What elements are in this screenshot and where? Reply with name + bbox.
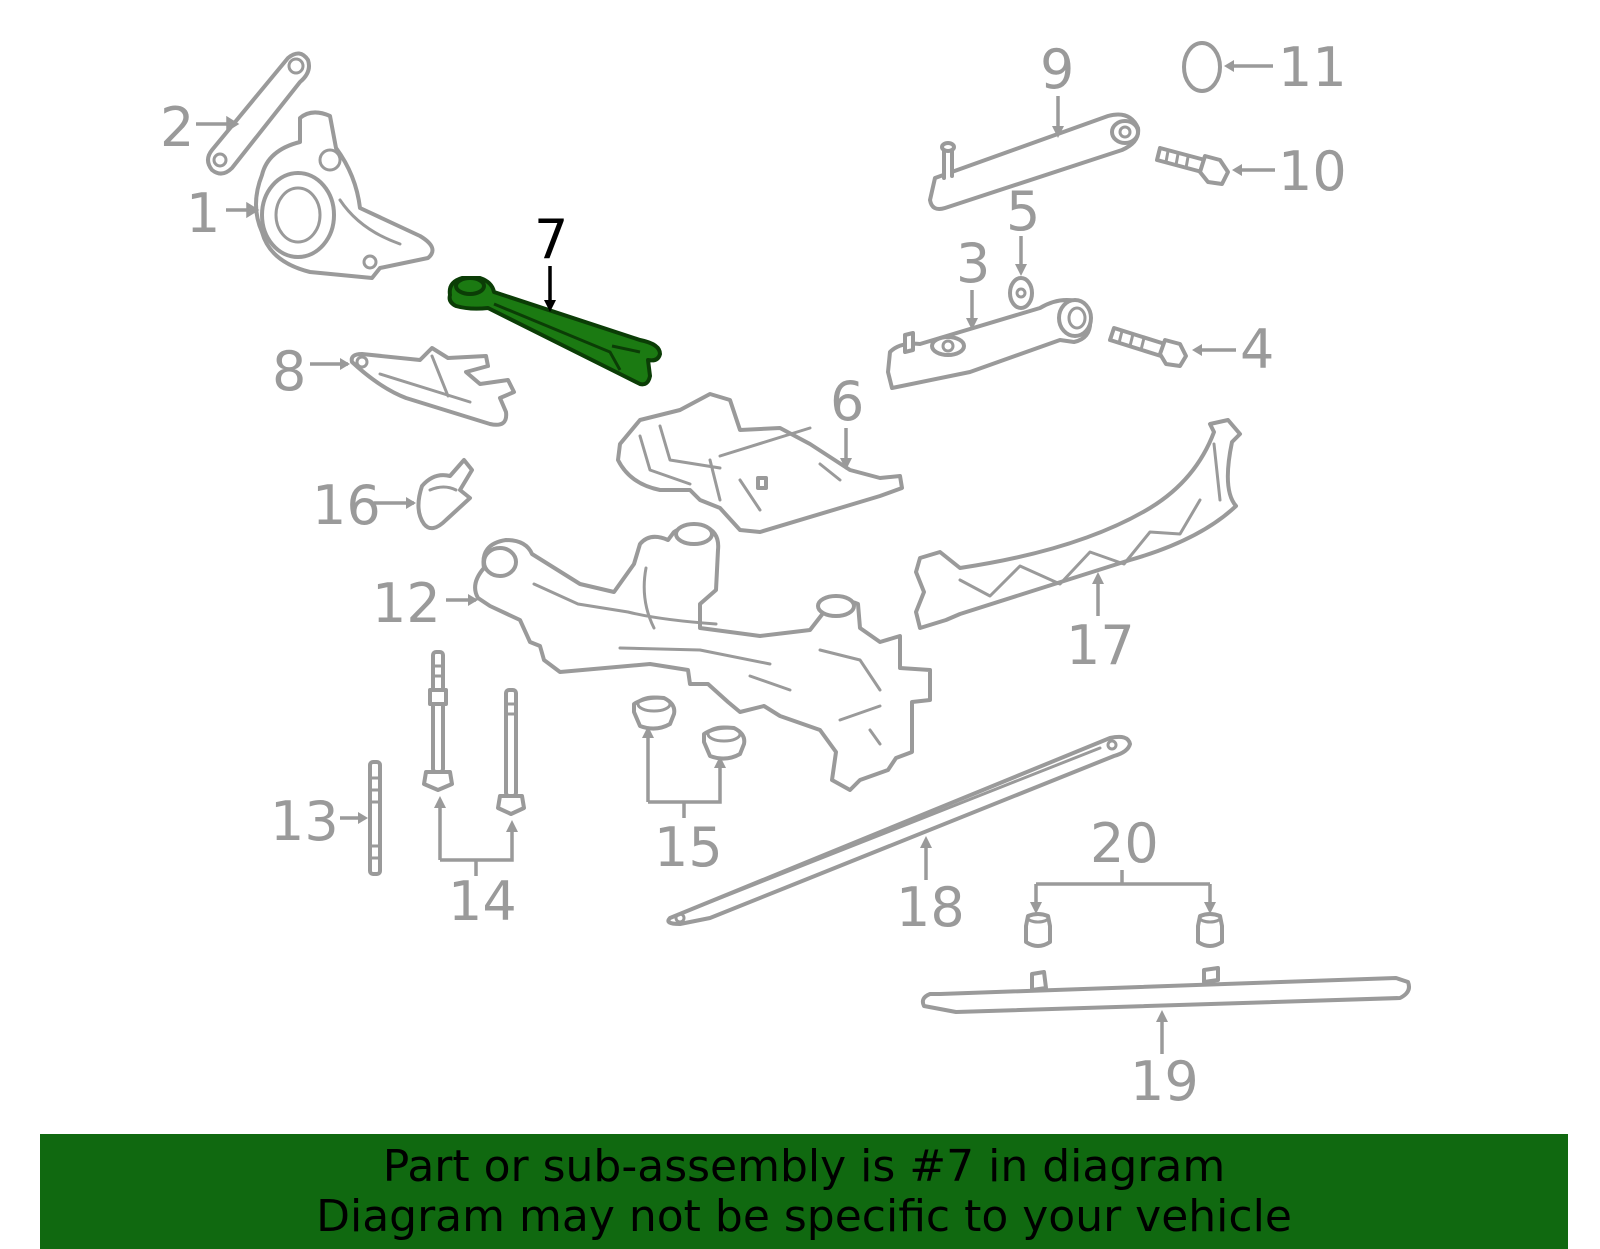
part-18-brace[interactable] [666, 734, 1132, 926]
callout-4: 4 [1240, 318, 1274, 381]
banner-line-1: Part or sub-assembly is #7 in diagram [382, 1141, 1226, 1192]
callout-10: 10 [1278, 140, 1347, 203]
callout-18: 18 [896, 876, 965, 939]
callout-20: 20 [1090, 812, 1159, 875]
callout-2: 2 [160, 96, 194, 159]
part-6-shield[interactable] [616, 392, 904, 534]
banner-line-2: Diagram may not be specific to your vehi… [316, 1191, 1292, 1242]
leader-lines [196, 60, 1275, 1054]
callout-17: 17 [1066, 614, 1135, 677]
callout-7: 7 [534, 208, 568, 271]
part-15-bushing-right[interactable] [702, 725, 747, 761]
part-13-stud[interactable] [368, 760, 382, 876]
callout-16: 16 [312, 474, 381, 537]
part-15-bushing-left[interactable] [632, 695, 677, 731]
callout-1: 1 [186, 182, 220, 245]
part-19-skid-bar[interactable] [920, 966, 1411, 1014]
callout-9: 9 [1040, 38, 1074, 101]
callout-12: 12 [372, 572, 441, 635]
part-5-washer[interactable] [1008, 276, 1034, 310]
callout-14: 14 [448, 870, 517, 933]
callout-3: 3 [956, 232, 990, 295]
part-20-bushing-right[interactable] [1196, 912, 1224, 948]
part-8-bracket[interactable] [349, 346, 516, 427]
part-2-link[interactable] [206, 51, 311, 176]
part-9-control-arm[interactable] [928, 112, 1141, 211]
callout-13: 13 [270, 790, 339, 853]
callout-6: 6 [830, 370, 864, 433]
callout-19: 19 [1130, 1050, 1199, 1113]
part-14-bolt-right[interactable] [496, 688, 526, 816]
part-4-bolt[interactable] [1108, 326, 1188, 368]
part-1-knuckle[interactable] [254, 110, 435, 280]
part-10-bolt[interactable] [1155, 146, 1230, 186]
part-17-crossmember[interactable] [914, 418, 1242, 630]
callout-8: 8 [272, 340, 306, 403]
callout-11: 11 [1278, 36, 1347, 99]
part-7-link-highlighted[interactable] [447, 276, 662, 387]
callout-15: 15 [654, 816, 723, 879]
part-16-clip[interactable] [416, 458, 474, 531]
info-banner: Part or sub-assembly is #7 in diagram Di… [40, 1134, 1568, 1249]
part-20-bushing-left[interactable] [1024, 912, 1052, 948]
part-11-ring[interactable] [1182, 41, 1222, 93]
callout-5: 5 [1006, 180, 1040, 243]
part-12-subframe[interactable] [473, 522, 932, 792]
part-14-bolt-left[interactable] [422, 650, 454, 792]
part-3-control-arm[interactable] [886, 298, 1093, 390]
